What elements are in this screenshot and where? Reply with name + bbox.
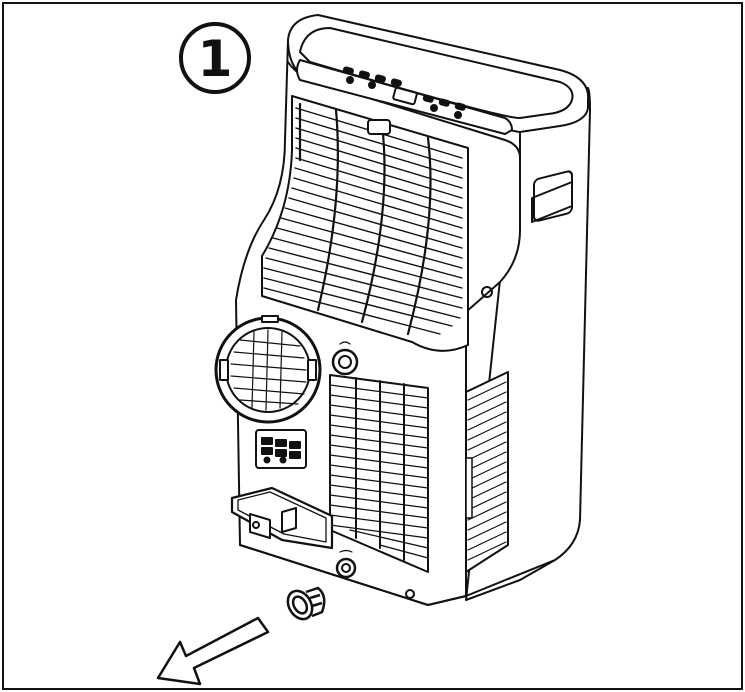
step-number-label: 1 (198, 30, 233, 88)
drain-plug-cap (286, 586, 326, 621)
upper-drain-port (331, 341, 359, 376)
round-vent-bracket (214, 315, 322, 424)
lower-drain-outlet (335, 549, 357, 579)
rear-connector-panel (255, 429, 307, 469)
screw-hole (481, 286, 493, 298)
side-grille-slats (465, 381, 507, 561)
lower-grille-slats (329, 377, 429, 561)
side-handle-outline (531, 181, 573, 223)
base-edge (239, 544, 556, 606)
caster-wheel (405, 589, 415, 599)
display-window (392, 86, 418, 106)
control-panel (296, 59, 513, 135)
step-number-badge: 1 (179, 22, 251, 94)
grille-latch (367, 119, 391, 135)
upper-grille-ribs (298, 102, 432, 336)
lower-hose-cover (230, 486, 334, 550)
removal-direction-arrow (156, 616, 270, 686)
portable-air-conditioner-unit (214, 14, 591, 606)
upper-grille-frame (261, 95, 469, 352)
